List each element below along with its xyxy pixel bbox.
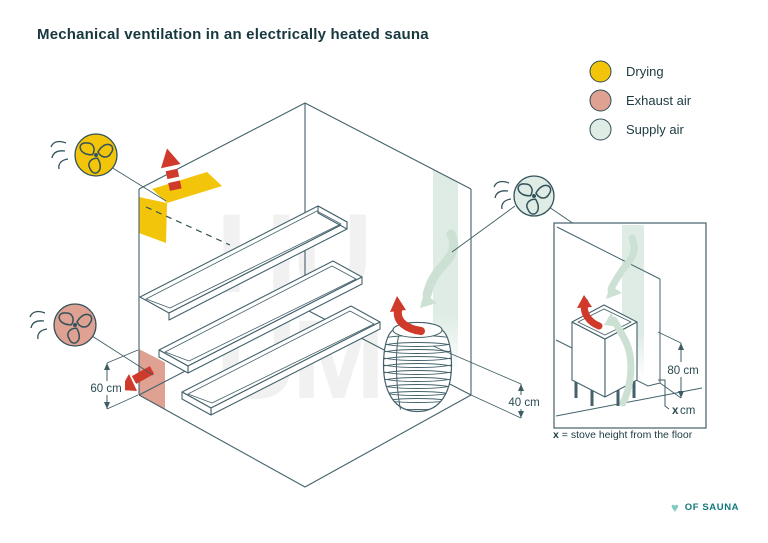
exhaust-vent (139, 349, 165, 409)
drying-swatch (589, 60, 612, 83)
heart-icon: ♥ (671, 500, 679, 515)
stove-ribs (383, 335, 452, 410)
drying-airflow-arrow (160, 148, 182, 191)
supply-swatch (589, 118, 612, 141)
caption-symbol: x (553, 429, 559, 441)
legend: Drying Exhaust air Supply air (589, 60, 691, 147)
barrel-stove (382, 321, 453, 413)
brand-text: OF SAUNA (684, 502, 740, 513)
detail-heat-arrowhead (577, 295, 592, 308)
caption-text: = stove height from the floor (561, 429, 693, 441)
hidden-edge-dashed-line (145, 206, 231, 246)
legend-item-supply: Supply air (589, 118, 691, 141)
detail-supply-arrowhead-top (606, 285, 622, 299)
drying-fan-icon (50, 133, 118, 177)
drying-vent (139, 172, 222, 243)
exhaust-height-label: 60 cm (90, 383, 121, 395)
dimension-x-cm: x cm (658, 379, 695, 417)
footer-logo: ♥ OF SAUNA (671, 501, 739, 514)
page-title: Mechanical ventilation in an electricall… (37, 26, 429, 43)
stove-height-unit: cm (680, 405, 695, 417)
legend-label-drying: Drying (626, 64, 664, 79)
dimension-40cm: 40 cm (432, 345, 543, 419)
duct-height-label: 80 cm (667, 365, 698, 377)
detail-supply-arrow-top (607, 234, 638, 294)
dimension-60cm: 60 cm (88, 349, 139, 410)
supply-fan-icon (493, 175, 555, 217)
exhaust-swatch (589, 89, 612, 112)
dimension-80cm: 80 cm (657, 331, 703, 399)
legend-item-drying: Drying (589, 60, 691, 83)
bench-middle (158, 260, 363, 374)
detail-supply-arrowhead-bottom (604, 313, 619, 327)
supply-airflow-arrow (420, 229, 459, 308)
bench-top (139, 205, 348, 321)
exhaust-fan-icon (29, 303, 97, 347)
stove-seam (395, 335, 401, 410)
supply-air-strip (433, 169, 458, 372)
stove-detail-panel: 80 cm x cm (553, 222, 707, 429)
detail-caption: x = stove height from the floor (553, 429, 692, 441)
stove-heat-arrow (390, 296, 425, 335)
bench-bottom (181, 305, 381, 416)
legend-label-supply: Supply air (626, 122, 684, 137)
stove-height-symbol: x (672, 405, 679, 417)
detail-box-stove (571, 304, 638, 406)
sauna-benches (139, 205, 381, 416)
legend-label-exhaust: Exhaust air (626, 93, 692, 108)
legend-item-exhaust: Exhaust air (589, 89, 691, 112)
stove-clearance-label: 40 cm (508, 397, 539, 409)
